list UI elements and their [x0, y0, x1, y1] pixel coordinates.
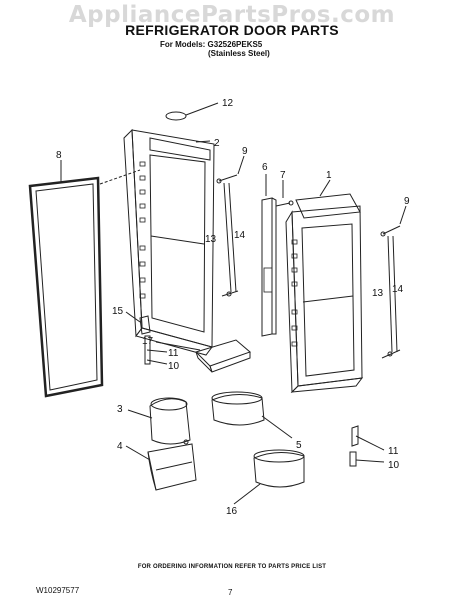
part-15-11-10-hinge-hardware — [125, 311, 168, 365]
callout-7: 7 — [280, 170, 286, 181]
callout-14-left: 14 — [234, 230, 246, 241]
callout-labels: 12 2 8 9 6 7 1 9 13 14 13 14 15 17 11 10… — [56, 98, 410, 517]
callout-17: 17 — [142, 336, 154, 347]
callout-2: 2 — [214, 138, 220, 149]
callout-3: 3 — [117, 404, 123, 415]
part-5-bin — [211, 391, 293, 439]
callout-16: 16 — [226, 506, 238, 517]
watermark: AppliancePartsPros.com — [68, 2, 396, 28]
ordering-info: FOR ORDERING INFORMATION REFER TO PARTS … — [137, 564, 327, 570]
callout-1: 1 — [326, 170, 332, 181]
part-6-mullion — [261, 174, 277, 337]
part-11-10-lower-right — [349, 425, 385, 467]
part-8-gasket — [28, 160, 104, 398]
callout-4: 4 — [117, 441, 123, 452]
callout-10-left: 10 — [168, 361, 180, 372]
callout-15: 15 — [112, 306, 124, 317]
callout-13-left: 13 — [205, 234, 217, 245]
part-12-cap — [165, 102, 219, 121]
callout-6: 6 — [262, 162, 268, 173]
part-9-13-14-right — [380, 205, 407, 359]
part-7-screw — [275, 180, 294, 207]
part-9-13-14-left — [216, 155, 245, 297]
callout-11-right: 11 — [388, 446, 399, 457]
part-3-dairy-cover — [127, 397, 191, 445]
callout-9-left: 9 — [242, 146, 248, 157]
part-16-bin — [233, 449, 305, 505]
callout-10-right: 10 — [388, 460, 400, 471]
callout-12: 12 — [222, 98, 234, 109]
callout-13-right: 13 — [372, 288, 384, 299]
part-4-dairy-bin — [125, 443, 197, 491]
finish-line: (Stainless Steel) — [208, 49, 270, 58]
callout-14-right: 14 — [392, 284, 404, 295]
page-title: REFRIGERATOR DOOR PARTS — [125, 22, 339, 38]
part-code: W10297577 — [36, 586, 80, 595]
models-line: For Models: G32526PEKS5 — [160, 40, 263, 49]
part-2-left-door — [99, 128, 215, 356]
part-17-bin — [155, 339, 251, 373]
page-number: 7 — [228, 588, 233, 597]
callout-8: 8 — [56, 150, 62, 161]
callout-5: 5 — [296, 440, 302, 451]
part-1-right-door — [285, 179, 364, 394]
callout-9-right: 9 — [404, 196, 410, 207]
callout-11-left: 11 — [168, 348, 179, 359]
